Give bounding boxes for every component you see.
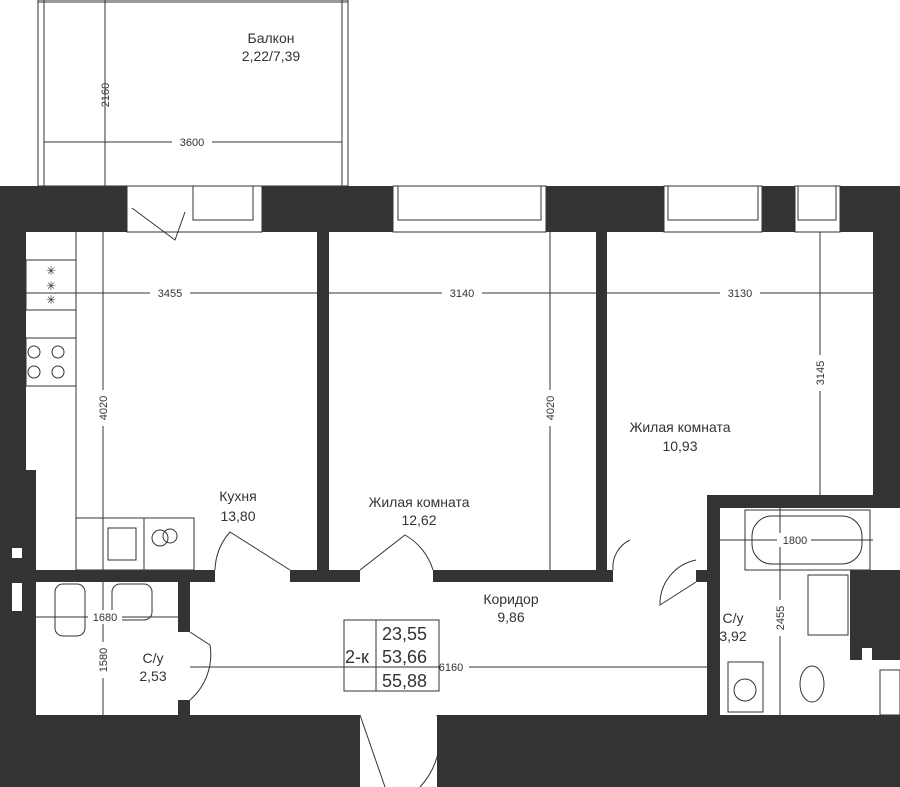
dim-kitchen-width: 3455 (158, 288, 182, 300)
area-summary-table: 2-к 23,55 53,66 55,88 (343, 619, 440, 692)
room-name-living-1: Жилая комната (368, 494, 469, 510)
stove-icon (27, 345, 41, 359)
hood-icon: ✳ (46, 264, 56, 278)
dishwasher-icon (151, 529, 169, 547)
dim-kitchen-depth: 4020 (98, 396, 110, 420)
room-name-balcony: Балкон (248, 30, 295, 46)
dim-wc-depth: 1580 (98, 648, 110, 672)
washing-machine-icon (727, 661, 764, 713)
room-area-living-1: 12,62 (401, 512, 436, 528)
sink-icon (107, 527, 137, 561)
windows (126, 185, 841, 241)
dim-room1-depth: 4020 (545, 396, 557, 420)
balcony (37, 0, 349, 187)
dim-room2-depth: 3145 (815, 361, 827, 385)
dim-wc-width: 1680 (93, 612, 117, 624)
room-name-living-2: Жилая комната (629, 419, 730, 435)
room-area-wc: 2,53 (139, 668, 166, 684)
dim-balcony-depth: 2160 (100, 83, 112, 107)
room-name-kitchen: Кухня (219, 488, 256, 504)
room-area-bathroom: 3,92 (719, 628, 746, 644)
living-area: 23,55 (382, 624, 427, 644)
toilet-icon (799, 665, 825, 703)
dim-room1-width: 3140 (450, 288, 474, 300)
svg-text:✳: ✳ (46, 293, 56, 307)
dimension-labels: 2160 3600 3455 4020 3140 4020 3130 3145 … (88, 83, 827, 678)
dim-corridor-length: 6160 (439, 662, 463, 674)
svg-text:✳: ✳ (46, 279, 56, 293)
apartment-type: 2-к (345, 647, 369, 667)
room-name-bathroom: С/у (723, 610, 744, 626)
dim-room2-width: 3130 (728, 288, 752, 300)
room-area-living-2: 10,93 (662, 438, 697, 454)
room-area-kitchen: 13,80 (220, 508, 255, 524)
room-area-balcony: 2,22/7,39 (242, 48, 301, 64)
doors (189, 531, 697, 787)
room-area-corridor: 9,86 (497, 609, 524, 625)
walls (0, 186, 900, 787)
dim-balcony-width: 3600 (180, 137, 204, 149)
room-name-wc: С/у (143, 650, 164, 666)
dim-bath-depth: 2455 (775, 606, 787, 630)
dim-bath-width: 1800 (783, 535, 807, 547)
kitchen-fixtures: ✳ ✳ ✳ (25, 232, 195, 571)
room-labels: Балкон 2,22/7,39 Кухня 13,80 Жилая комна… (139, 30, 746, 684)
toilet-icon-2 (54, 583, 86, 637)
total-area: 53,66 (382, 647, 427, 667)
room-name-corridor: Коридор (483, 591, 539, 607)
dimension-lines (26, 0, 873, 715)
washbasin-icon (807, 574, 849, 636)
total-area-with-balcony: 55,88 (382, 671, 427, 691)
